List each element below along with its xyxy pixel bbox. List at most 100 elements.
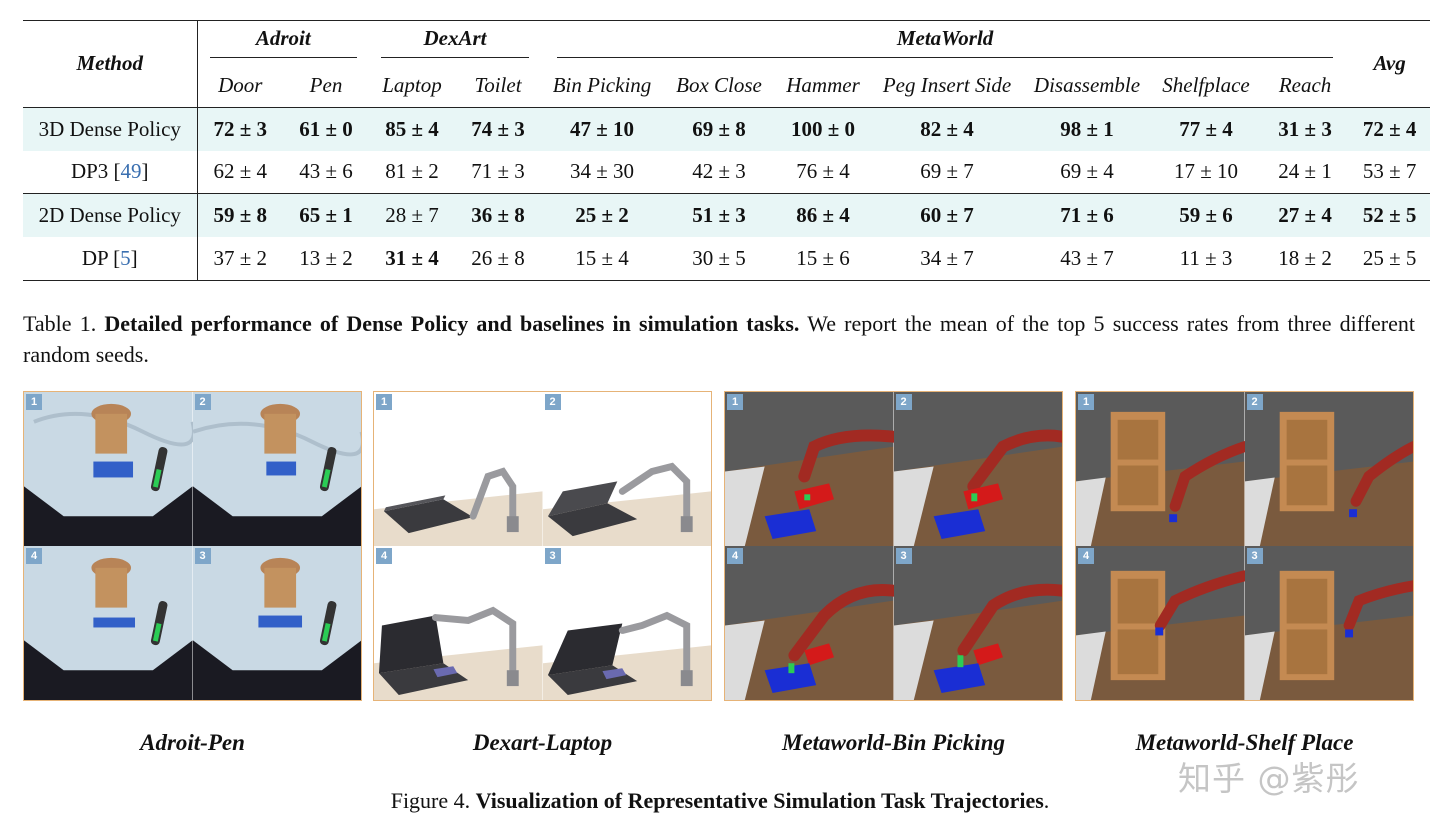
watermark: 知乎 @紫彤 (1178, 759, 1360, 798)
score-cell: 72 ± 4 (1349, 107, 1431, 151)
score-cell: 85 ± 4 (369, 107, 456, 151)
table-bottom-rule (23, 280, 1430, 281)
score-cell: 74 ± 3 (455, 107, 542, 151)
panel-metaworld-bin-picking: 1 2 4 (724, 391, 1063, 701)
figure-caption-prefix: Figure 4. (390, 788, 476, 813)
score-cell: 77 ± 4 (1151, 107, 1262, 151)
frame-step: 3 (192, 546, 361, 700)
score-cell: 60 ± 7 (871, 193, 1024, 237)
score-cell: 72 ± 3 (197, 107, 283, 151)
score-cell: 11 ± 3 (1179, 245, 1233, 270)
panel-label-metaworld-shelf-place: Metaworld-Shelf Place (1135, 730, 1354, 755)
panel-label-dexart-laptop: Dexart-Laptop (472, 730, 613, 755)
figure-caption-bold: Visualization of Representative Simulati… (475, 788, 1044, 813)
score-cell: 76 ± 4 (796, 159, 850, 184)
frame-step: 3 (542, 546, 711, 700)
task-header: Toilet (455, 64, 542, 108)
step-badge: 4 (26, 548, 42, 564)
group-header-dexart: DexArt (369, 20, 541, 64)
panel-label-metaworld-bin-picking: Metaworld-Bin Picking (782, 730, 1005, 755)
score-cell: 62 ± 4 (213, 159, 268, 184)
step-badge: 3 (544, 548, 561, 564)
score-cell: 34 ± 30 (570, 159, 635, 184)
score-cell: 69 ± 8 (663, 107, 776, 151)
task-header: Door (197, 64, 283, 108)
score-cell: 42 ± 3 (692, 159, 746, 184)
score-cell: 59 ± 6 (1151, 193, 1262, 237)
step-badge: 4 (376, 548, 392, 564)
step-badge: 1 (376, 394, 392, 410)
score-cell: 37 ± 2 (213, 245, 268, 270)
table-top-rule (23, 20, 1430, 21)
score-cell: 26 ± 8 (471, 245, 525, 270)
figure-caption-end: . (1043, 788, 1050, 813)
figure-caption: Figure 4. Visualization of Representativ… (0, 788, 1440, 814)
task-header: Reach (1261, 64, 1350, 108)
score-cell: 17 ± 10 (1174, 159, 1239, 184)
score-cell: 82 ± 4 (871, 107, 1024, 151)
step-badge: 1 (1078, 394, 1094, 410)
score-cell: 47 ± 10 (541, 107, 664, 151)
group-header-adroit: Adroit (197, 20, 369, 64)
method-cell: 3D Dense Policy (23, 107, 198, 151)
score-cell: 30 ± 5 (692, 245, 746, 270)
step-badge: 3 (194, 548, 211, 564)
step-badge: 3 (1246, 548, 1263, 564)
score-cell: 59 ± 8 (197, 193, 283, 237)
step-badge: 2 (895, 394, 912, 410)
citation-link[interactable]: 49 (120, 159, 142, 184)
panel-adroit-pen: 1 2 4 (23, 391, 362, 701)
table-caption-bold: Detailed performance of Dense Policy and… (104, 311, 800, 336)
step-badge: 3 (895, 548, 912, 564)
score-cell: 36 ± 8 (455, 193, 542, 237)
task-header: Shelfplace (1151, 64, 1262, 108)
step-badge: 2 (544, 394, 561, 410)
task-header: Pen (283, 64, 370, 108)
table-caption-prefix: Table 1. (23, 311, 105, 336)
table-row: DP [5] 37 ± 2 13 ± 2 31 ± 4 26 ± 8 15 ± 4 30 ±… (23, 236, 1430, 280)
score-cell: 25 ± 5 (1362, 245, 1417, 270)
score-cell: 43 ± 6 (299, 159, 353, 184)
panel-dexart-laptop: 1 2 4 (373, 391, 712, 701)
citation-link[interactable]: 5 (120, 245, 131, 270)
frame-step: 3 (1244, 546, 1413, 700)
task-header: Hammer (775, 64, 872, 108)
frame-step: 2 (542, 392, 711, 546)
frame-step: 1 (725, 392, 894, 546)
score-cell: 15 ± 6 (796, 245, 850, 270)
frame-step: 4 (725, 546, 894, 700)
score-cell: 100 ± 0 (775, 107, 872, 151)
method-header: Method (23, 20, 198, 108)
frame-step: 4 (1076, 546, 1245, 700)
score-cell: 69 ± 7 (920, 159, 974, 184)
step-badge: 2 (1246, 394, 1263, 410)
frame-step: 4 (374, 546, 543, 700)
score-cell: 43 ± 7 (1060, 245, 1114, 270)
frame-step: 1 (1076, 392, 1245, 546)
score-cell: 61 ± 0 (283, 107, 370, 151)
method-cell: DP3 [49] (23, 150, 198, 194)
method-cell: 2D Dense Policy (23, 193, 198, 237)
frame-step: 2 (1244, 392, 1413, 546)
task-header: Disassemble (1023, 64, 1152, 108)
score-cell: 27 ± 4 (1261, 193, 1350, 237)
task-header: Box Close (663, 64, 776, 108)
step-badge: 1 (727, 394, 743, 410)
step-badge: 1 (26, 394, 42, 410)
method-cell: DP [5] (23, 236, 198, 280)
frame-step: 2 (893, 392, 1062, 546)
frame-step: 2 (192, 392, 361, 546)
score-cell: 15 ± 4 (575, 245, 629, 270)
score-cell: 52 ± 5 (1349, 193, 1431, 237)
score-cell: 25 ± 2 (541, 193, 664, 237)
step-badge: 4 (1078, 548, 1094, 564)
task-header: Laptop (369, 64, 456, 108)
score-cell: 13 ± 2 (299, 245, 353, 270)
task-header: Bin Picking (541, 64, 664, 108)
frame-step: 3 (893, 546, 1062, 700)
score-cell: 31 ± 4 (385, 245, 439, 270)
